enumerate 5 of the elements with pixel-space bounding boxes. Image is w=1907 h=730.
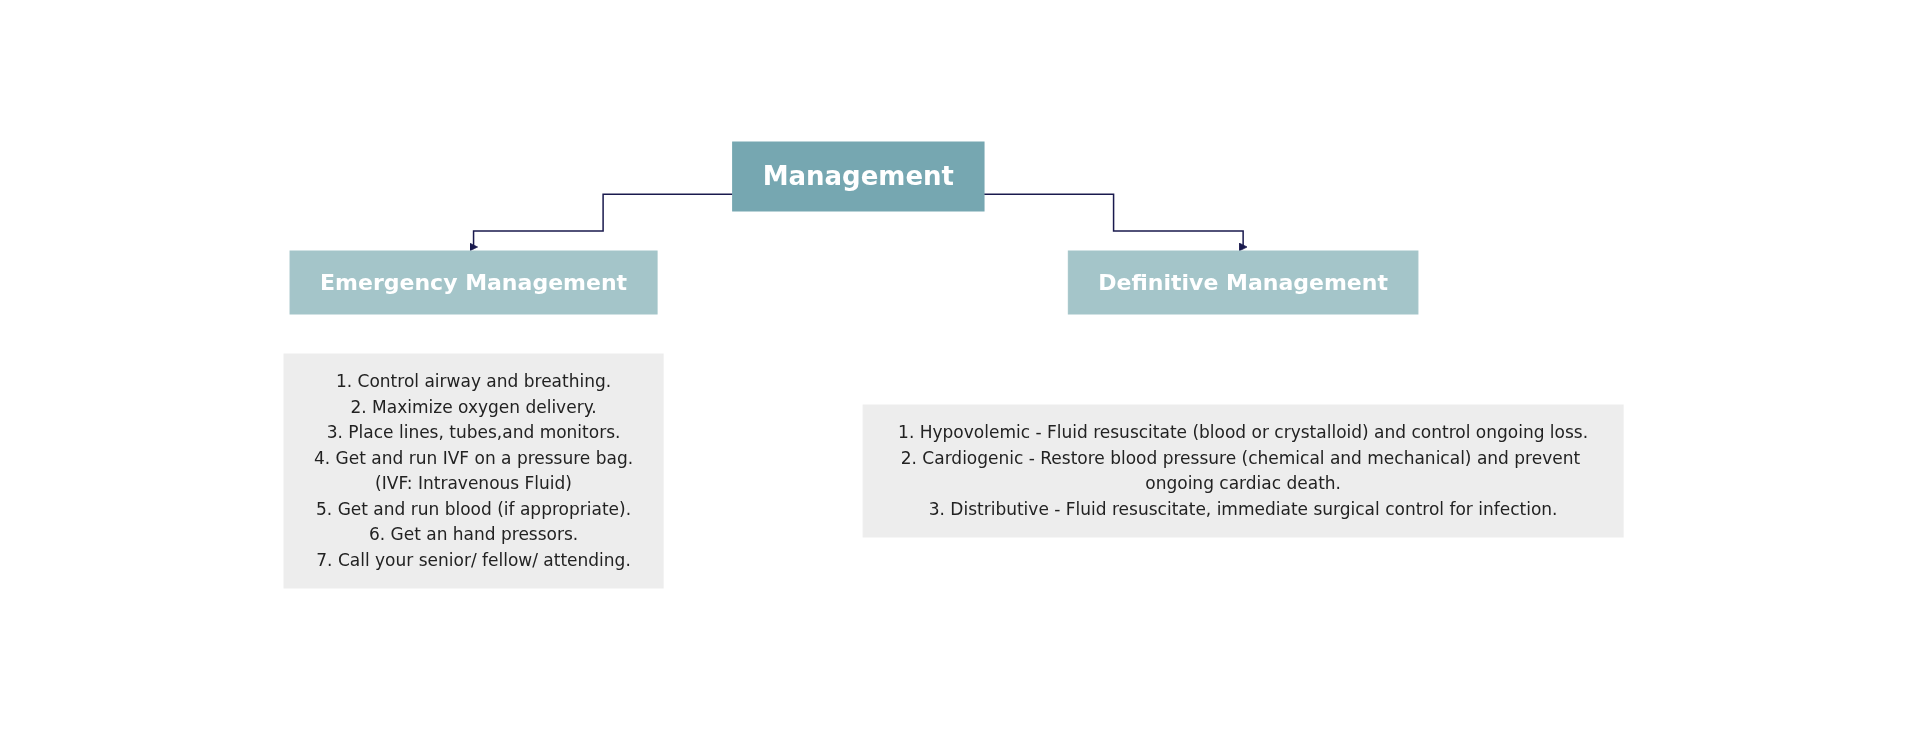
arrow [469,193,734,252]
node-box: Management [732,141,985,212]
arrow [983,193,1248,252]
node-box: Emergency Management [289,250,658,315]
node-box: Definitive Management [1067,250,1419,315]
